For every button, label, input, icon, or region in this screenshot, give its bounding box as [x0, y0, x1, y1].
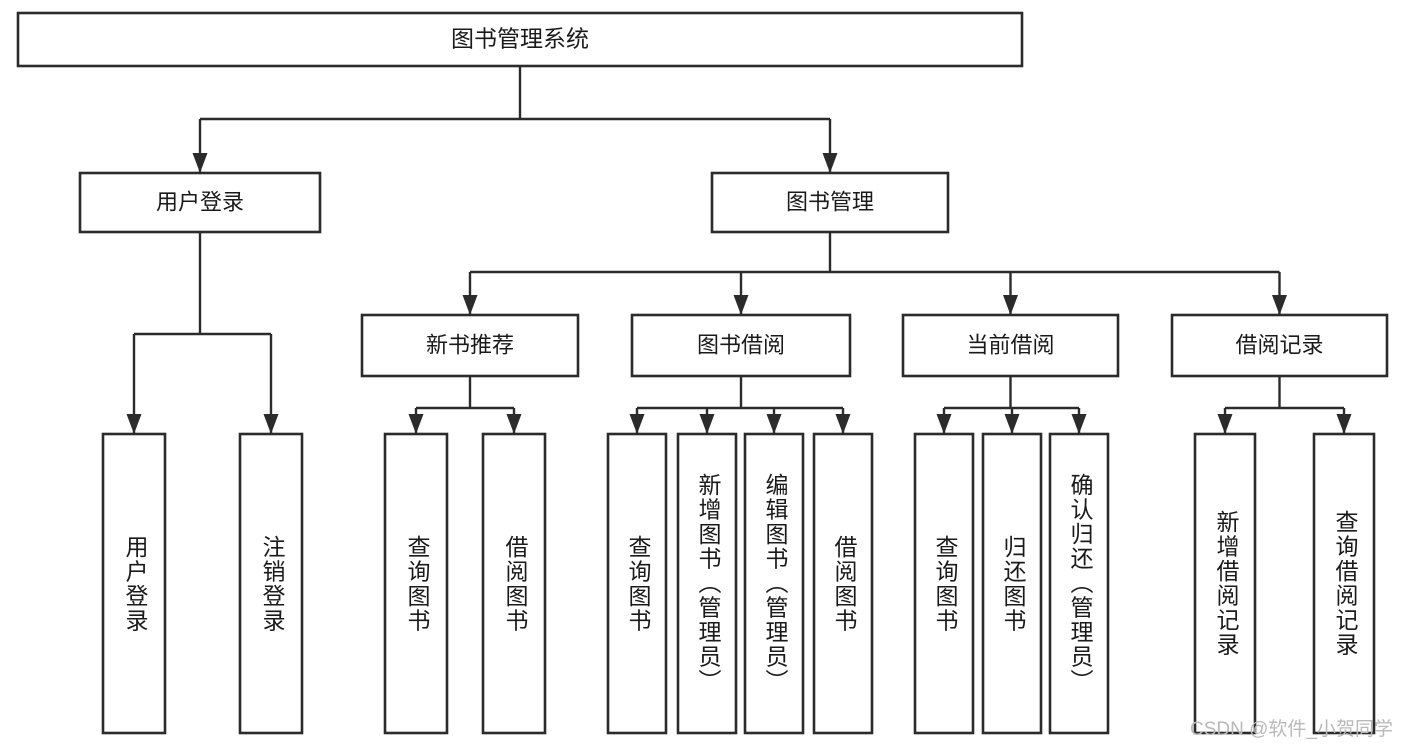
arrow-head-icon	[1336, 414, 1352, 434]
node-box-leaf-add-record[interactable]	[1193, 432, 1257, 735]
csdn-watermark: CSDN @软件_小贺同学	[1190, 719, 1393, 740]
arrow-head-icon	[263, 414, 279, 434]
arrow-head-icon	[1272, 295, 1287, 315]
arrow-head-icon	[1003, 295, 1018, 315]
arrow-head-icon	[462, 295, 478, 315]
node-box-borrow-record[interactable]	[1170, 313, 1389, 378]
node-box-user-login[interactable]	[78, 171, 322, 234]
arrow-head-icon	[1217, 414, 1233, 434]
node-box-leaf-add-book[interactable]	[676, 432, 738, 735]
arrow-head-icon	[1071, 414, 1087, 434]
edge-group	[126, 66, 1352, 434]
node-box-leaf-user-login[interactable]	[101, 432, 167, 735]
arrow-head-icon	[629, 414, 645, 434]
node-box-book-manage[interactable]	[710, 171, 950, 234]
arrow-head-icon	[506, 414, 522, 434]
node-box-group	[16, 11, 1389, 735]
node-box-leaf-edit-book[interactable]	[743, 432, 805, 735]
node-label-borrow-record: 借阅记录	[1235, 332, 1323, 357]
node-label-user-login: 用户登录	[156, 189, 244, 214]
node-box-leaf-query-book-rec[interactable]	[383, 432, 449, 735]
arrow-head-icon	[126, 414, 142, 434]
node-box-leaf-borrow-book[interactable]	[812, 432, 874, 735]
node-label-root: 图书管理系统	[451, 26, 589, 52]
node-label-current-borrow: 当前借阅	[966, 332, 1054, 357]
arrow-head-icon	[766, 414, 782, 434]
arrow-head-icon	[835, 414, 851, 434]
node-box-leaf-query-book-borrow[interactable]	[606, 432, 668, 735]
node-box-root[interactable]	[16, 11, 1024, 68]
node-box-leaf-query-record[interactable]	[1312, 432, 1376, 735]
arrow-head-icon	[192, 153, 208, 173]
node-box-new-book-rec[interactable]	[360, 313, 580, 378]
node-box-leaf-confirm-return[interactable]	[1048, 432, 1110, 735]
arrow-head-icon	[699, 414, 715, 434]
node-label-book-borrow: 图书借阅	[697, 332, 785, 357]
arrow-head-icon	[733, 295, 749, 315]
node-label-book-manage: 图书管理	[786, 189, 874, 214]
node-box-leaf-return-book[interactable]	[981, 432, 1043, 735]
node-box-leaf-logout[interactable]	[238, 432, 304, 735]
node-label-new-book-rec: 新书推荐	[426, 332, 514, 357]
node-box-book-borrow[interactable]	[630, 313, 852, 378]
arrow-head-icon	[936, 414, 952, 434]
node-box-leaf-borrow-book-rec[interactable]	[481, 432, 547, 735]
arrow-head-icon	[1004, 414, 1020, 434]
node-box-current-borrow[interactable]	[901, 313, 1120, 378]
arrow-head-icon	[408, 414, 424, 434]
node-box-leaf-query-book-cur[interactable]	[913, 432, 975, 735]
arrow-head-icon	[822, 153, 838, 173]
